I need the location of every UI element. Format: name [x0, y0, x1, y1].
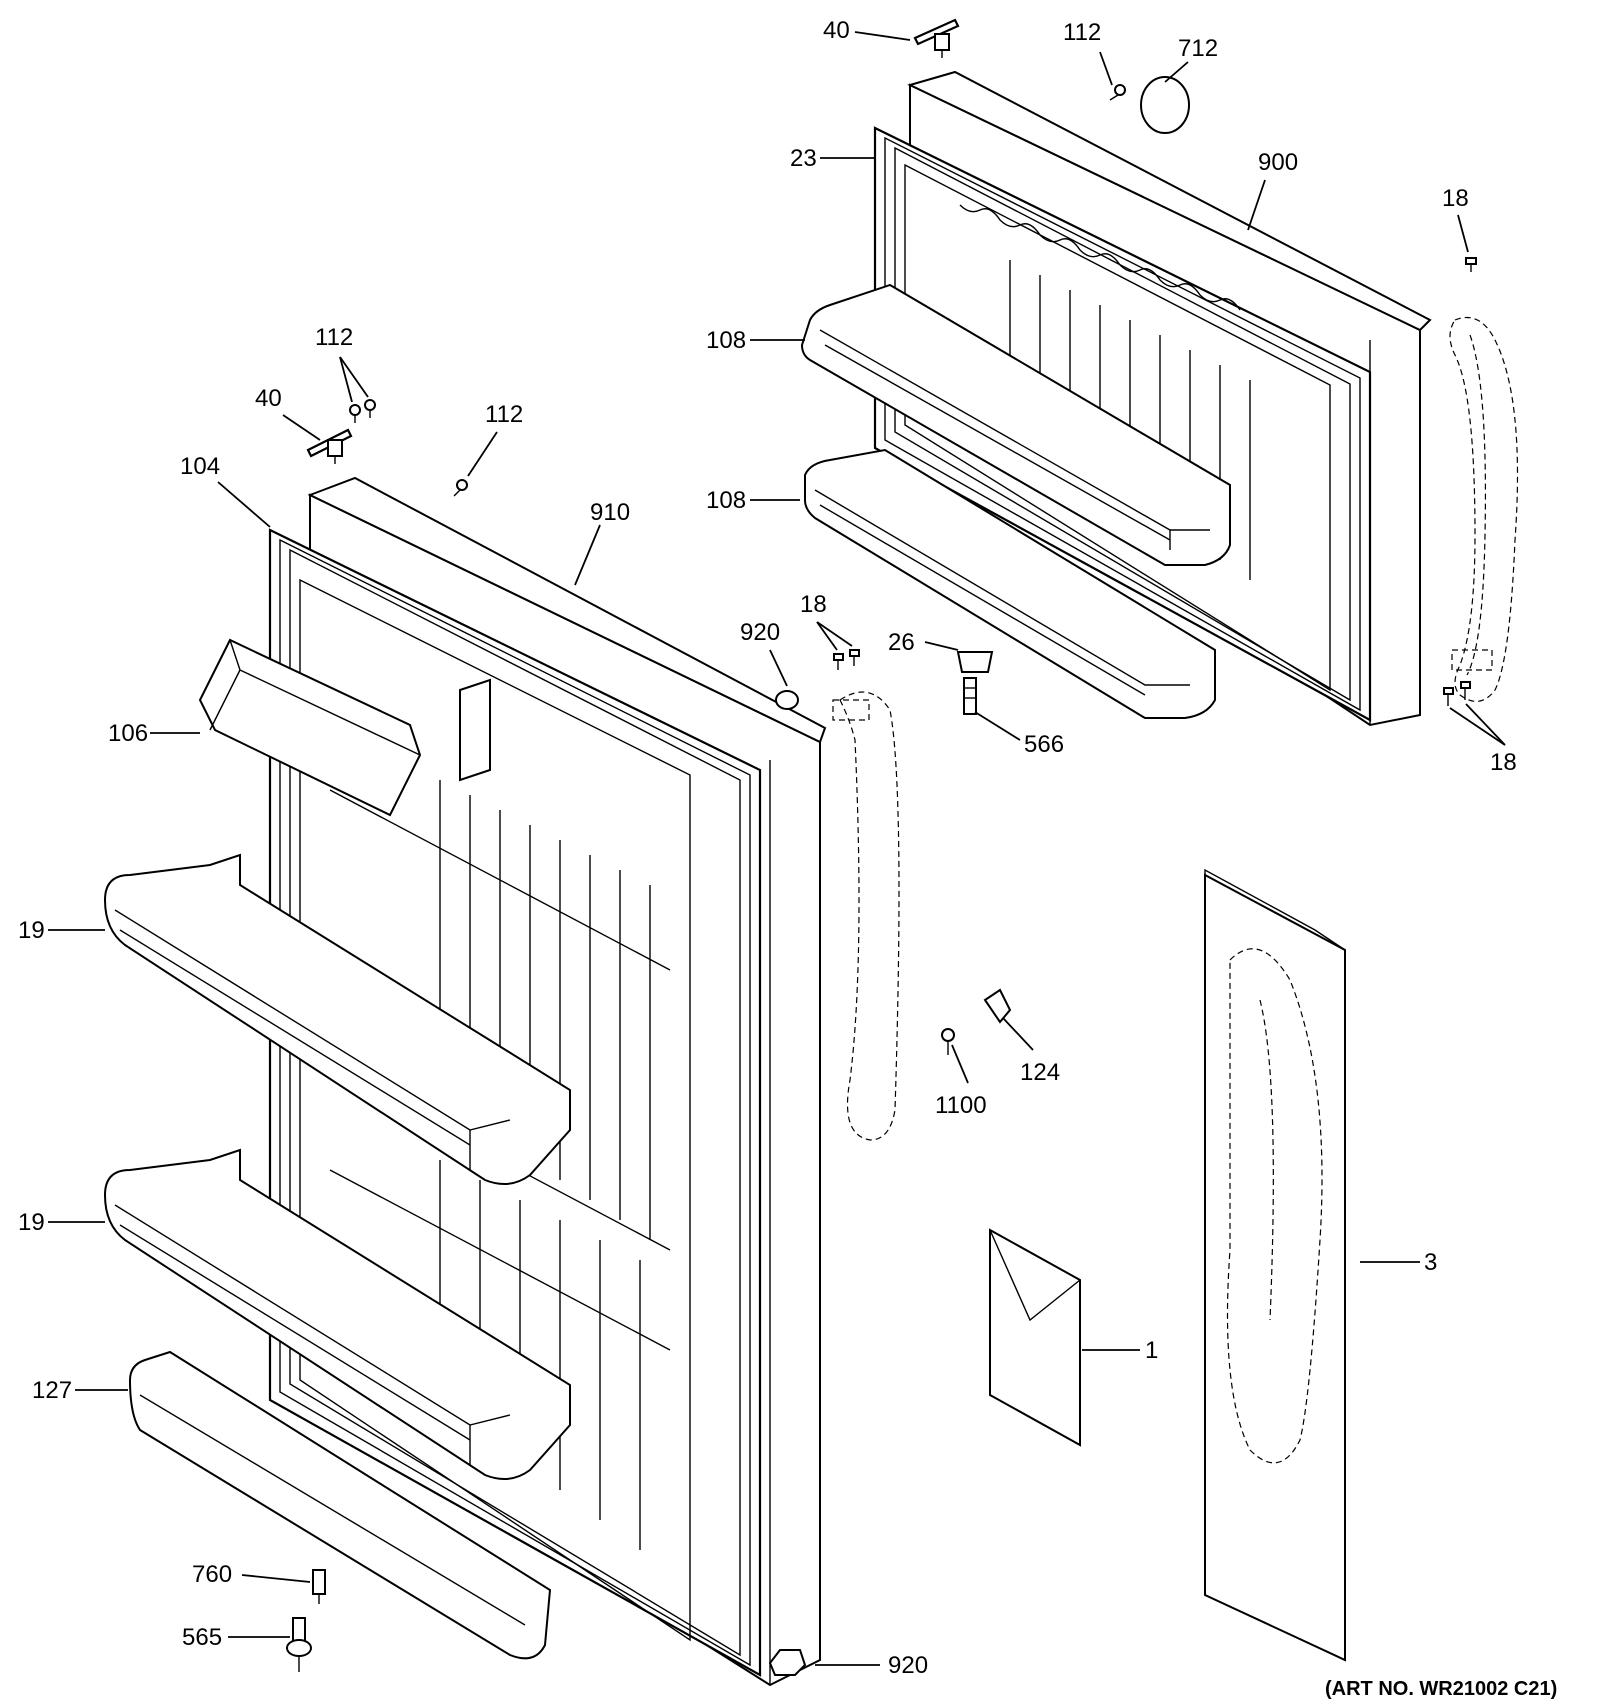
callout-1: 1 — [1145, 1337, 1158, 1364]
freezer-handle — [1449, 316, 1519, 702]
hinge-40-left — [306, 428, 353, 464]
callout-112-top: 112 — [1063, 19, 1101, 46]
clip-124 — [983, 988, 1012, 1024]
callout-26: 26 — [888, 629, 915, 656]
callout-565: 565 — [182, 1624, 222, 1651]
leader-lines — [48, 31, 1506, 1666]
freezer-shelf-lower — [804, 448, 1216, 719]
screw-18-top — [1465, 257, 1477, 272]
handle-kit-bag-3 — [1204, 868, 1346, 1662]
freezer-shelf-upper — [800, 283, 1231, 566]
callout-1100: 1100 — [935, 1092, 987, 1119]
literature-envelope-1 — [989, 1228, 1081, 1447]
bottom-shelf-127 — [128, 1350, 552, 1660]
callout-112-left: 112 — [315, 324, 353, 351]
callout-19-b: 19 — [18, 1209, 45, 1236]
freezer-hinge-40 — [913, 18, 960, 58]
plug-920-top — [775, 690, 799, 710]
callout-40-top: 40 — [823, 17, 850, 44]
screws-18-mid — [833, 649, 860, 670]
dairy-door-106 — [198, 638, 491, 817]
callout-920-bottom: 920 — [888, 1652, 928, 1679]
callout-900: 900 — [1258, 149, 1298, 176]
plug-712 — [1140, 76, 1190, 134]
door-shelf-19-lower — [103, 1148, 571, 1480]
screw-112-mid — [453, 479, 468, 497]
art-number: (ART NO. WR21002 C21) — [1325, 1678, 1557, 1700]
callout-18-top: 18 — [1442, 185, 1469, 212]
bushing-26 — [956, 651, 994, 673]
callout-108-b: 108 — [706, 487, 746, 514]
screw-760 — [312, 1569, 326, 1604]
callout-760: 760 — [192, 1561, 232, 1588]
callout-566: 566 — [1024, 731, 1064, 758]
callout-910: 910 — [590, 499, 630, 526]
callout-106: 106 — [108, 720, 148, 747]
callout-3: 3 — [1424, 1249, 1437, 1276]
callout-104: 104 — [180, 453, 220, 480]
callout-18-mid: 18 — [800, 591, 827, 618]
callout-712: 712 — [1178, 35, 1218, 62]
door-shelf-19-upper — [103, 853, 571, 1185]
callout-127: 127 — [32, 1377, 72, 1404]
screws-112-left — [349, 399, 376, 423]
callout-920-top: 920 — [740, 619, 780, 646]
screw-566 — [963, 677, 977, 715]
freezer-door — [800, 70, 1432, 727]
callout-23: 23 — [790, 145, 817, 172]
callout-112-mid: 112 — [485, 401, 523, 428]
callout-108-a: 108 — [706, 327, 746, 354]
callout-labels: 40 112 712 23 900 18 108 108 112 40 112 … — [18, 17, 1557, 1700]
screw-1100 — [941, 1028, 955, 1055]
callout-19-a: 19 — [18, 917, 45, 944]
screws-18-right — [1443, 681, 1471, 706]
screw-112-top — [1109, 84, 1126, 101]
callout-18-right: 18 — [1490, 749, 1517, 776]
fresh-food-handle — [832, 691, 900, 1141]
plug-920-bottom — [768, 1649, 807, 1676]
screw-565 — [286, 1617, 312, 1672]
callout-124: 124 — [1020, 1059, 1060, 1086]
callout-40-left: 40 — [255, 385, 282, 412]
